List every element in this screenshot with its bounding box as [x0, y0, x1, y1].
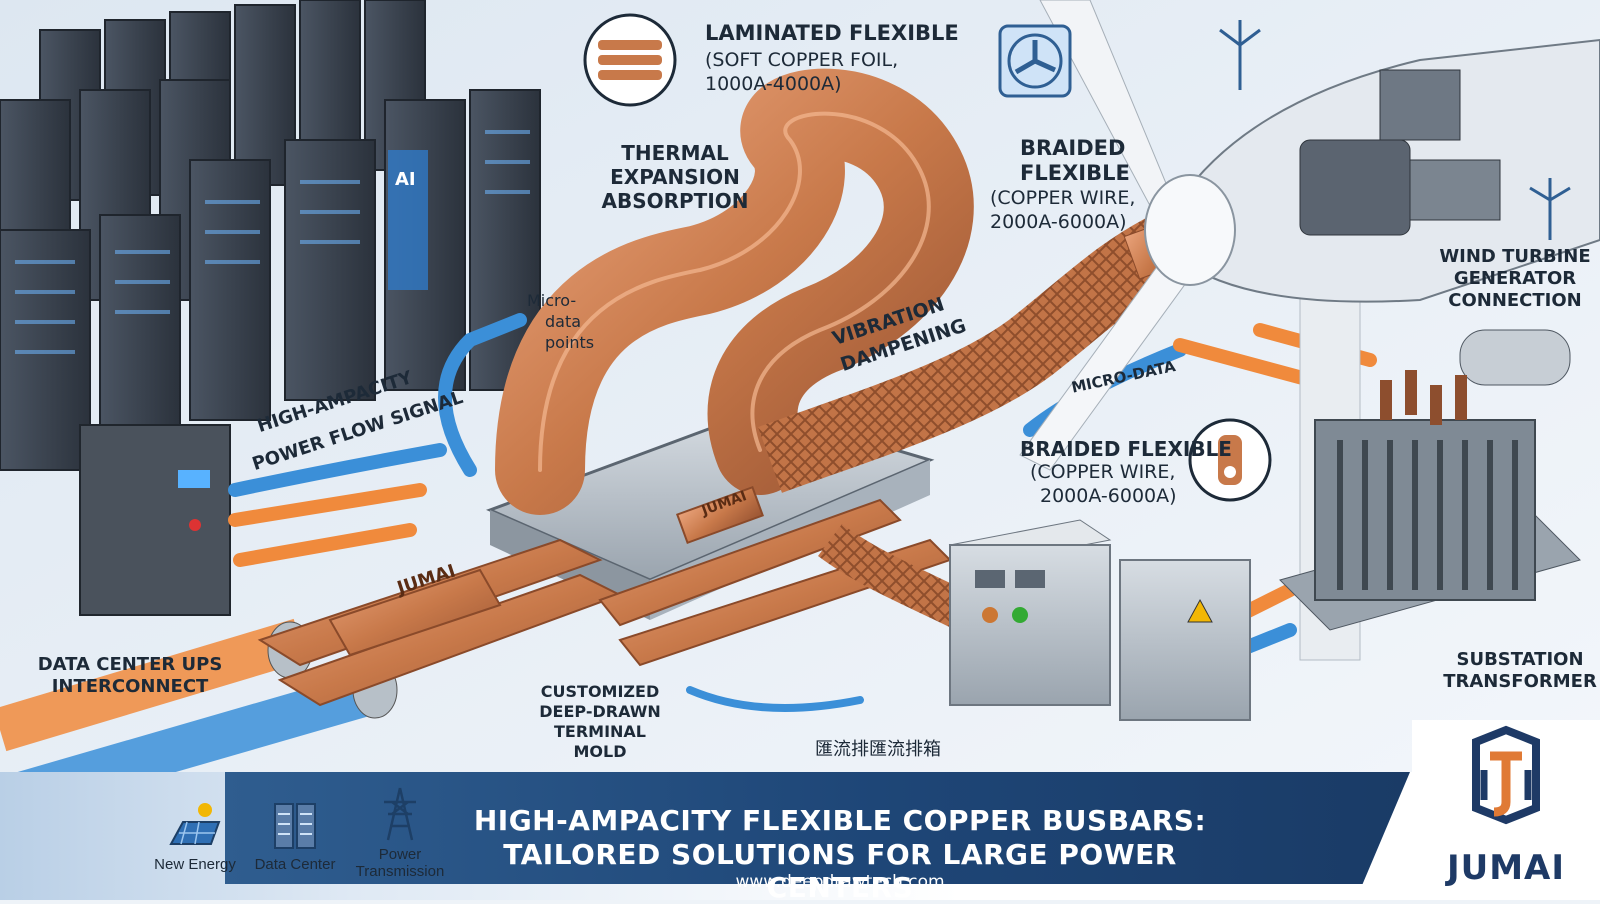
pylon-icon	[384, 787, 416, 841]
category-label-data-center: Data Center	[254, 856, 336, 873]
braided-top-detail-2: 2000A-6000A)	[990, 211, 1127, 233]
braided-top-title-2: FLEXIBLE	[1020, 161, 1130, 185]
mold-line-1: CUSTOMIZED	[540, 682, 660, 701]
mold-line-4: MOLD	[573, 742, 627, 761]
braided-mid-detail-2: 2000A-6000A)	[1040, 485, 1177, 507]
logo-wordmark: JUMAI	[1446, 848, 1566, 888]
busbar-box-label: 匯流排匯流排箱	[815, 739, 941, 760]
ups-line-1: DATA CENTER UPS	[37, 654, 223, 675]
laminated-busbar	[495, 68, 974, 515]
wind-line-3: CONNECTION	[1448, 290, 1582, 311]
solar-panel-icon	[169, 803, 221, 845]
micro-data-line-1: Micro-	[527, 291, 577, 310]
website-url: www.deepdrawtech.com	[735, 872, 945, 892]
wind-line-1: WIND TURBINE	[1439, 246, 1591, 267]
thermal-line-2: EXPANSION	[610, 165, 740, 189]
thermal-line-3: ABSORPTION	[601, 189, 749, 213]
mold-line-2: DEEP-DRAWN	[539, 702, 661, 721]
substation-line-1: SUBSTATION	[1456, 649, 1584, 670]
mold-line-3: TERMINAL	[553, 722, 646, 741]
category-power-transmission: Power Transmission	[345, 786, 455, 881]
category-label-transmission: Transmission	[355, 863, 445, 881]
category-data-center: Data Center	[240, 800, 350, 873]
busbar-cabinets	[948, 519, 1251, 721]
ai-badge: AI	[395, 169, 416, 190]
foil-stack-icon	[583, 13, 677, 107]
small-turbine-icon	[1219, 20, 1571, 240]
category-label-power: Power	[378, 846, 422, 863]
ups-line-2: INTERCONNECT	[51, 676, 209, 697]
micro-data-line-3: points	[545, 333, 595, 352]
ups-cabinet	[79, 424, 231, 616]
thermal-line-1: THERMAL	[621, 141, 729, 165]
power-flow-arrows	[228, 313, 1377, 712]
laminated-detail-1: (SOFT COPPER FOIL,	[705, 49, 899, 71]
lug-terminal-icon	[1188, 418, 1272, 502]
micro-data-line-2: data	[545, 312, 582, 331]
braided-mid-title: BRAIDED FLEXIBLE	[1020, 437, 1232, 461]
category-label-new-energy: New Energy	[154, 856, 236, 873]
braided-top-detail-1: (COPPER WIRE,	[990, 187, 1136, 209]
logo-area	[1412, 720, 1600, 900]
server-icon	[274, 803, 316, 849]
headline-line-1: HIGH-AMPACITY FLEXIBLE COPPER BUSBARS:	[473, 804, 1207, 837]
cooling-fan-icon	[998, 24, 1072, 98]
wind-line-2: GENERATOR	[1453, 268, 1577, 289]
laminated-detail-2: 1000A-4000A)	[705, 73, 842, 95]
category-new-energy: New Energy	[140, 800, 250, 873]
headline-line-2: TAILORED SOLUTIONS FOR LARGE POWER CENTE…	[503, 838, 1177, 904]
jumai-logo	[1472, 725, 1540, 825]
braided-top-title-1: BRAIDED	[1020, 136, 1126, 160]
headline-band	[225, 772, 1410, 884]
braided-mid-detail-1: (COPPER WIRE,	[1030, 461, 1176, 483]
substation-transformer	[1279, 329, 1581, 631]
footer-banner	[0, 772, 1600, 900]
substation-line-2: TRANSFORMER	[1443, 671, 1597, 692]
laminated-title: LAMINATED FLEXIBLE	[705, 21, 959, 45]
